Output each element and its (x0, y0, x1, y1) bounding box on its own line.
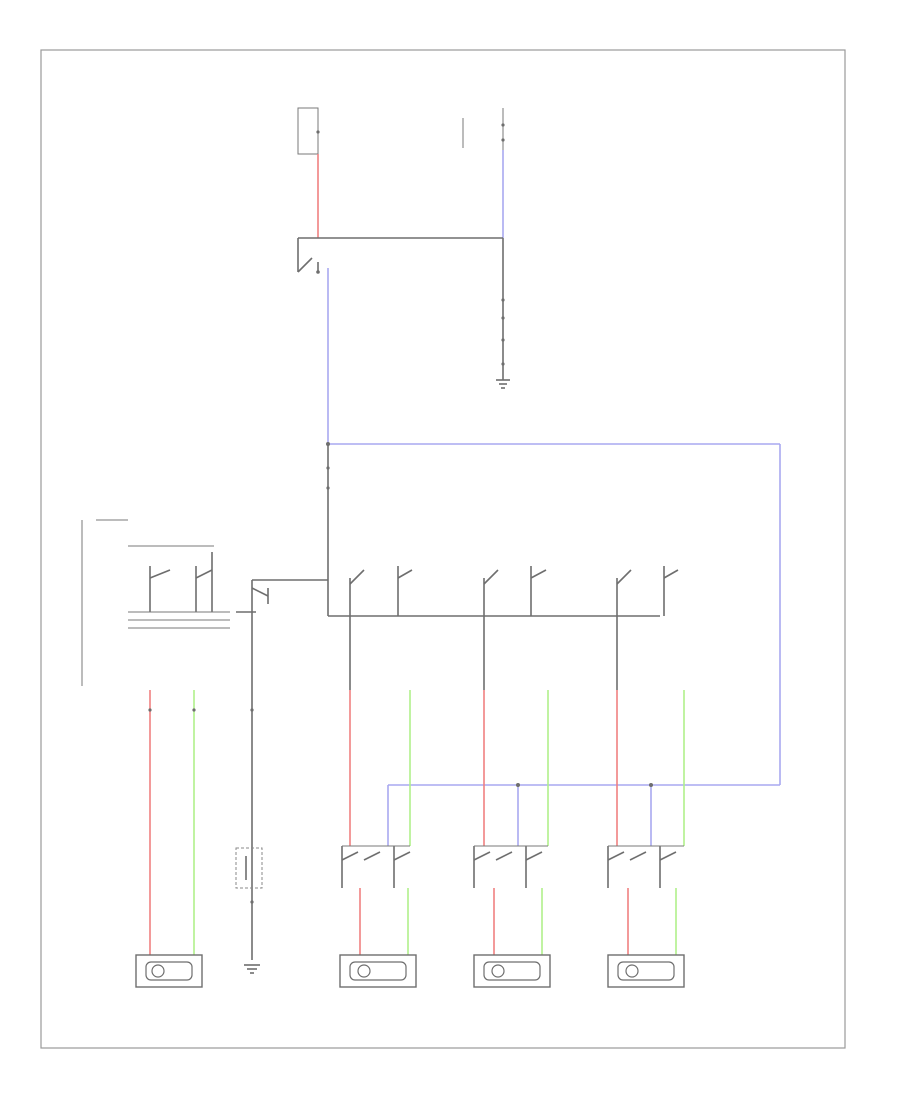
motor-col2 (473, 954, 551, 988)
fuse-left (297, 107, 320, 155)
motor-left-front (135, 954, 203, 988)
motor-col3 (607, 954, 685, 988)
sub-switch-3 (607, 845, 684, 888)
motor-col1 (339, 954, 417, 988)
sub-switch-1 (341, 845, 411, 888)
switch-pair-1 (349, 566, 413, 616)
sub-switch-2 (473, 845, 548, 888)
switch-pair-2 (483, 566, 547, 616)
diagram-frame (40, 49, 846, 1049)
ground-right-top (496, 379, 510, 389)
master-switch-housing (81, 519, 214, 686)
master-switch-contacts (128, 552, 230, 629)
relay-coil-chain (501, 238, 505, 380)
power-window-relay-contact (297, 238, 320, 274)
ground-bottom-left (244, 964, 260, 974)
window-lock-switch (236, 579, 328, 613)
fuse-right (462, 108, 505, 150)
lock-relay (235, 847, 263, 889)
switch-pair-3 (616, 566, 679, 616)
